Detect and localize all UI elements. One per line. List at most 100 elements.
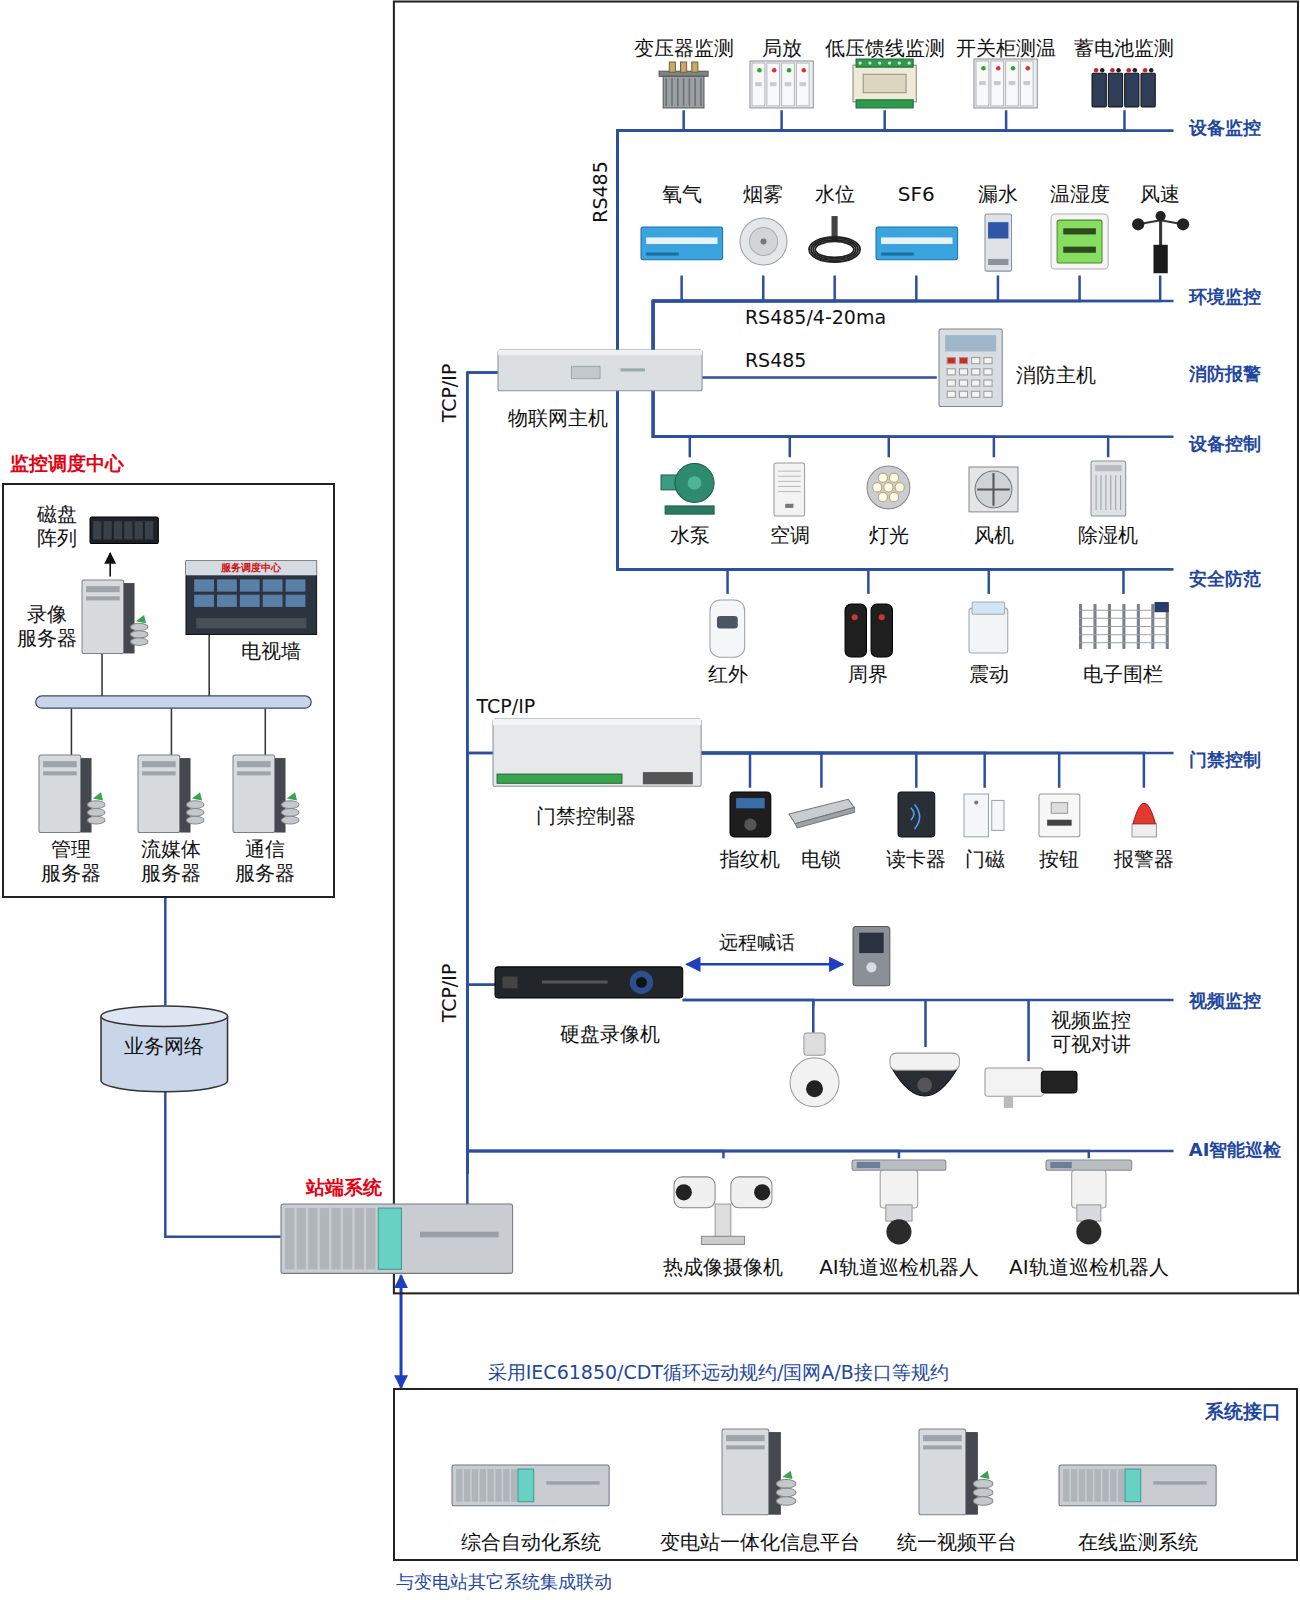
firepanel-part bbox=[959, 391, 967, 397]
device-node: 灯光 bbox=[863, 457, 914, 547]
node-label: 综合自动化系统 bbox=[461, 1530, 601, 1554]
cabinet-part bbox=[1026, 66, 1030, 70]
tower-part bbox=[86, 596, 120, 600]
cyl-part bbox=[101, 1016, 228, 1092]
rack2u-part bbox=[1059, 1465, 1216, 1506]
node-label: 水泵 bbox=[670, 523, 710, 547]
tvwall-part bbox=[194, 595, 214, 607]
tvwall-part bbox=[194, 580, 214, 592]
device-node: 综合自动化系统 bbox=[449, 1462, 612, 1554]
battery-part bbox=[1133, 68, 1137, 72]
cabinet-part bbox=[787, 68, 791, 72]
tvwall-part bbox=[285, 595, 305, 607]
dehumid-icon bbox=[1091, 461, 1126, 516]
bus-label: RS485 bbox=[589, 161, 612, 223]
node-label: 硬盘录像机 bbox=[560, 1022, 660, 1046]
nvr-part bbox=[542, 981, 608, 984]
lan-pipe bbox=[36, 696, 312, 708]
bus-connector bbox=[653, 276, 1080, 351]
thermal-icon bbox=[674, 1171, 772, 1244]
fence-part bbox=[1154, 602, 1168, 612]
beam-part bbox=[871, 604, 892, 657]
tower-part bbox=[43, 761, 77, 767]
rack2u-part bbox=[472, 1469, 478, 1502]
probe-part bbox=[809, 237, 860, 262]
node-label: 通信 服务器 bbox=[233, 837, 297, 885]
dome-part bbox=[890, 1053, 959, 1070]
tower-part bbox=[130, 638, 148, 645]
transformer-part bbox=[692, 62, 698, 72]
tower-part bbox=[87, 809, 105, 817]
bus-connector bbox=[701, 753, 1144, 788]
thermal-part bbox=[716, 1204, 732, 1237]
node-label: 局放 bbox=[762, 36, 802, 60]
tower-part bbox=[43, 771, 77, 775]
tower-part bbox=[233, 755, 275, 833]
rack2u-part bbox=[1079, 1469, 1085, 1502]
module-part bbox=[859, 62, 862, 65]
nvr-part bbox=[636, 977, 647, 988]
ac-icon bbox=[774, 463, 805, 516]
button-icon bbox=[1039, 794, 1080, 837]
ac-part bbox=[779, 476, 801, 477]
dehumid-part bbox=[1120, 476, 1121, 511]
node-label: 周界 bbox=[848, 662, 888, 686]
section-label: 门禁控制 bbox=[1189, 749, 1261, 771]
panel-icon bbox=[876, 227, 958, 260]
ptz-part bbox=[790, 1057, 839, 1106]
rack2u-part bbox=[420, 1232, 499, 1238]
cabinet-icon bbox=[750, 61, 813, 108]
cabinet-part bbox=[767, 63, 780, 106]
bus-connector bbox=[617, 110, 1124, 350]
tower-part bbox=[281, 809, 299, 817]
tvwall-part bbox=[217, 595, 237, 607]
rack2u-part bbox=[366, 1208, 375, 1269]
tvwall-part bbox=[262, 595, 282, 607]
device-node: 变压器监测 bbox=[631, 36, 737, 110]
node-label: 录像 服务器 bbox=[15, 602, 79, 650]
tower-icon bbox=[138, 755, 205, 833]
din-part bbox=[988, 259, 1008, 265]
battery-part bbox=[1149, 68, 1153, 72]
node-label: 震动 bbox=[969, 662, 1009, 686]
cabinet-part bbox=[770, 82, 777, 86]
rack1u-icon bbox=[498, 350, 702, 391]
module-part bbox=[853, 65, 916, 102]
node-label: 报警器 bbox=[1114, 847, 1174, 871]
device-node: 电锁 bbox=[789, 788, 854, 872]
bus-connector bbox=[467, 1151, 723, 1173]
tvwall-part bbox=[186, 561, 317, 575]
bus-connector bbox=[617, 391, 868, 594]
firepanel-part bbox=[945, 335, 996, 351]
tower-part bbox=[923, 1435, 962, 1441]
cabinet-part bbox=[996, 66, 1000, 70]
nvr-part bbox=[502, 977, 517, 989]
fan-icon bbox=[969, 467, 1018, 512]
pump-part bbox=[665, 506, 714, 514]
dehumid-part bbox=[1095, 476, 1096, 511]
pump-icon bbox=[659, 459, 720, 516]
cabinet-part bbox=[772, 68, 776, 72]
battery-part bbox=[1100, 68, 1104, 72]
pump-part bbox=[675, 464, 714, 503]
ac-part bbox=[786, 504, 794, 508]
tcpip-trunk bbox=[467, 372, 1173, 1206]
node-label: 热成像摄像机 bbox=[663, 1255, 783, 1279]
tower-part bbox=[281, 816, 299, 824]
disk-icon bbox=[90, 517, 158, 544]
node-label: 物联网主机 bbox=[508, 406, 608, 430]
fan-part bbox=[969, 467, 1018, 512]
bus-connector bbox=[653, 276, 1160, 351]
fence-part bbox=[1079, 626, 1169, 627]
bus-connector bbox=[617, 391, 988, 594]
camera-group: 视频监控 可视对讲 bbox=[784, 1006, 1136, 1114]
device-node: 空调 bbox=[763, 457, 816, 547]
interface-box: 系统接口综合自动化系统变电站一体化信息平台统一视频平台在线监测系统 bbox=[393, 1388, 1298, 1561]
bus-connector bbox=[467, 753, 492, 1173]
tower-part bbox=[86, 586, 120, 592]
bus-label: RS485/4-20ma bbox=[745, 306, 886, 329]
button-part bbox=[1051, 802, 1067, 813]
bus-connector bbox=[653, 391, 1108, 457]
bus-connector bbox=[109, 553, 111, 576]
edge-label: 采用IEC61850/CDT循环远动规约/国网A/B接口等规约 bbox=[488, 1361, 949, 1384]
